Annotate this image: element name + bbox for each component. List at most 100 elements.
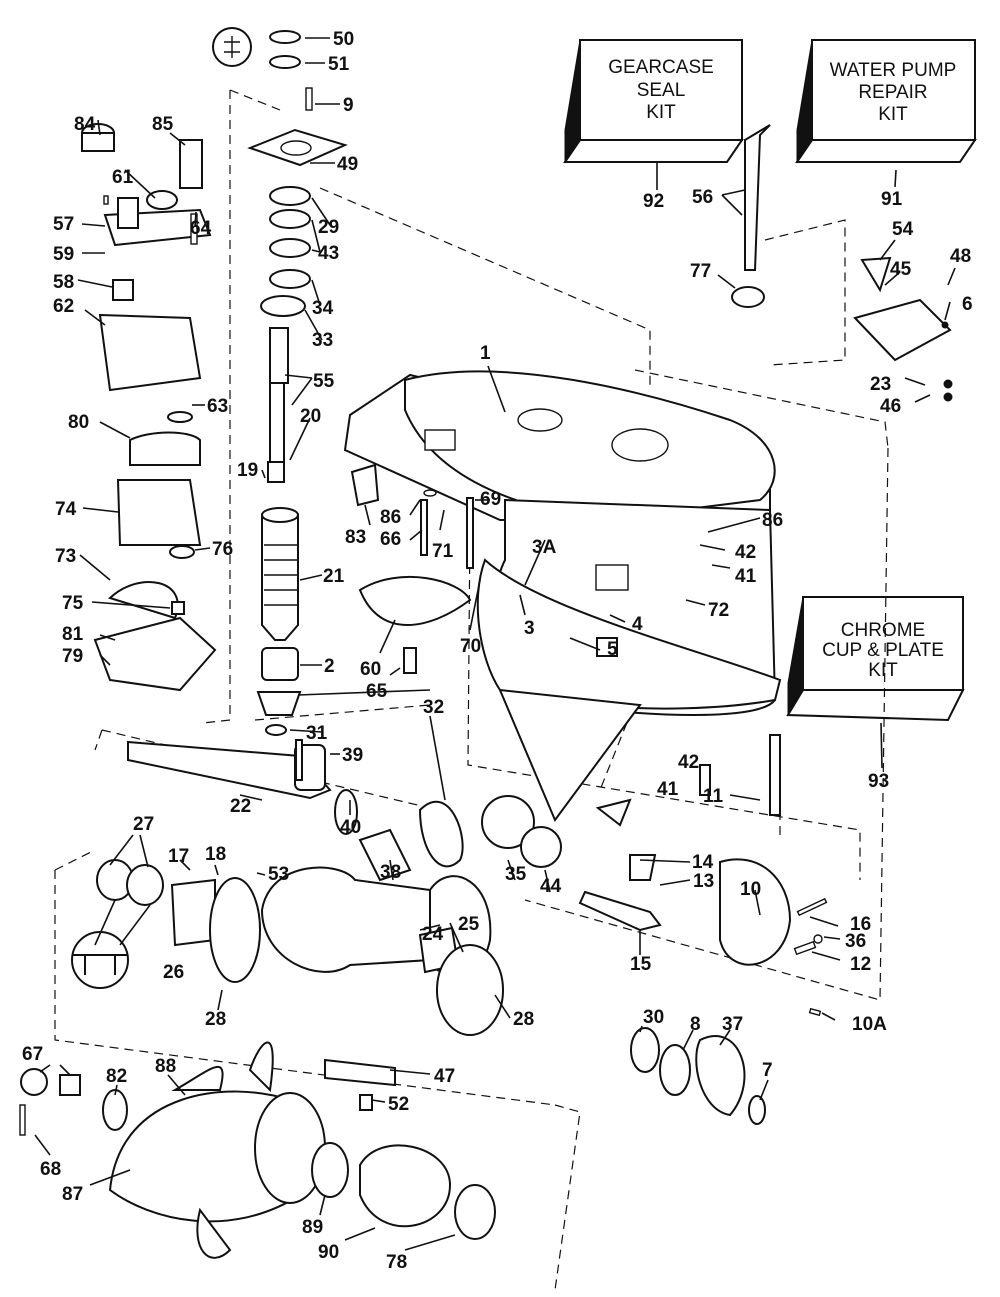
callout-1: 1 (480, 343, 491, 364)
callout-41b: 41 (657, 779, 679, 800)
callout-33: 33 (312, 330, 333, 351)
callout-68: 68 (40, 1159, 61, 1180)
callout-50: 50 (333, 29, 354, 50)
callout-65: 65 (366, 681, 388, 702)
callout-63: 63 (207, 396, 228, 417)
callout-73: 73 (55, 546, 76, 567)
callout-56: 56 (692, 187, 713, 208)
callout-52: 52 (388, 1094, 409, 1115)
callout-86: 86 (380, 507, 401, 528)
callout-6: 6 (962, 294, 973, 315)
callout-12: 12 (850, 954, 871, 975)
callout-42b: 42 (678, 752, 699, 773)
callout-13: 13 (693, 871, 714, 892)
callout-88: 88 (155, 1056, 176, 1077)
callout-81: 81 (62, 624, 84, 645)
callout-28b: 28 (513, 1009, 534, 1030)
callout-67: 67 (22, 1044, 43, 1065)
callout-22: 22 (230, 796, 251, 817)
callout-71: 71 (432, 541, 454, 562)
callout-10: 10 (740, 879, 761, 900)
kit-box-water-pump-repair[interactable]: WATER PUMP REPAIR KIT 91 (795, 39, 977, 210)
callout-62: 62 (53, 296, 74, 317)
kit-label-line: KIT (646, 102, 676, 123)
callout-66: 66 (380, 529, 401, 550)
driveshaft-stack[interactable] (212, 27, 348, 736)
callout-19: 19 (237, 460, 258, 481)
callout-44: 44 (540, 876, 562, 897)
callout-57: 57 (53, 214, 74, 235)
water-pump-assembly[interactable] (81, 123, 217, 692)
kit-label-line: GEARCASE (608, 57, 714, 78)
callout-30: 30 (643, 1007, 664, 1028)
callout-20: 20 (300, 406, 321, 427)
callout-14: 14 (692, 852, 714, 873)
callout-75: 75 (62, 593, 84, 614)
callout-40: 40 (340, 817, 361, 838)
callout-5: 5 (607, 639, 618, 660)
kit-label-line: CUP & PLATE (822, 640, 944, 661)
callout-45: 45 (890, 259, 912, 280)
kit-label-line: REPAIR (858, 82, 927, 103)
upper-right-parts[interactable] (350, 124, 953, 674)
callout-32: 32 (423, 697, 444, 718)
kit-label-line: WATER PUMP (830, 60, 957, 81)
kit-label-line: KIT (878, 104, 908, 125)
kit-label-line: KIT (868, 660, 898, 681)
callout-24: 24 (422, 924, 444, 945)
callout-86b: 86 (762, 510, 783, 531)
callout-58: 58 (53, 272, 74, 293)
callout-79: 79 (62, 646, 83, 667)
callout-3: 3 (524, 618, 535, 639)
callout-2: 2 (324, 656, 335, 677)
callout-83: 83 (345, 527, 366, 548)
callout-89: 89 (302, 1217, 323, 1238)
kit-box-chrome-cup-plate[interactable]: CHROME CUP & PLATE KIT 93 (786, 596, 965, 792)
callout-18: 18 (205, 844, 226, 865)
callout-26: 26 (163, 962, 184, 983)
callout-39: 39 (342, 745, 363, 766)
propshaft-gear-assembly[interactable] (71, 734, 828, 1125)
callout-9: 9 (343, 95, 354, 116)
kit-box-gearcase-seal[interactable]: GEARCASE SEAL KIT 92 (563, 39, 744, 212)
callout-74: 74 (55, 499, 77, 520)
callout-labels: 50 51 9 49 29 43 34 33 55 20 19 21 2 31 … (22, 29, 973, 1273)
callout-48: 48 (950, 246, 971, 267)
callout-60: 60 (360, 659, 381, 680)
callout-31: 31 (306, 723, 328, 744)
callout-93: 93 (868, 771, 889, 792)
callout-21: 21 (323, 566, 345, 587)
callout-85: 85 (152, 114, 174, 135)
callout-36: 36 (845, 931, 866, 952)
callout-28: 28 (205, 1009, 226, 1030)
callout-47: 47 (434, 1066, 455, 1087)
callout-10A: 10A (852, 1014, 887, 1035)
callout-51: 51 (328, 54, 350, 75)
callout-77: 77 (690, 261, 711, 282)
callout-84: 84 (74, 114, 96, 135)
callout-54: 54 (892, 219, 914, 240)
callout-64: 64 (190, 218, 212, 239)
propeller-assembly[interactable] (19, 1041, 496, 1259)
callout-37: 37 (722, 1014, 743, 1035)
callout-43: 43 (318, 243, 339, 264)
callout-72: 72 (708, 600, 729, 621)
callout-29: 29 (318, 217, 339, 238)
callout-38: 38 (380, 862, 401, 883)
callout-92: 92 (643, 191, 664, 212)
callout-70: 70 (460, 636, 481, 657)
gearcase-housing[interactable] (343, 370, 782, 823)
leader-lines (34, 37, 956, 1251)
kit-label-line: SEAL (637, 80, 686, 101)
callout-49: 49 (337, 154, 358, 175)
callout-23: 23 (870, 374, 891, 395)
callout-87: 87 (62, 1184, 83, 1205)
callout-11: 11 (703, 786, 724, 807)
callout-80: 80 (68, 412, 89, 433)
kit-label-line: CHROME (841, 620, 925, 641)
callout-91: 91 (881, 189, 903, 210)
callout-82: 82 (106, 1066, 127, 1087)
callout-4: 4 (632, 614, 643, 635)
callout-69: 69 (480, 489, 501, 510)
callout-59: 59 (53, 244, 74, 265)
